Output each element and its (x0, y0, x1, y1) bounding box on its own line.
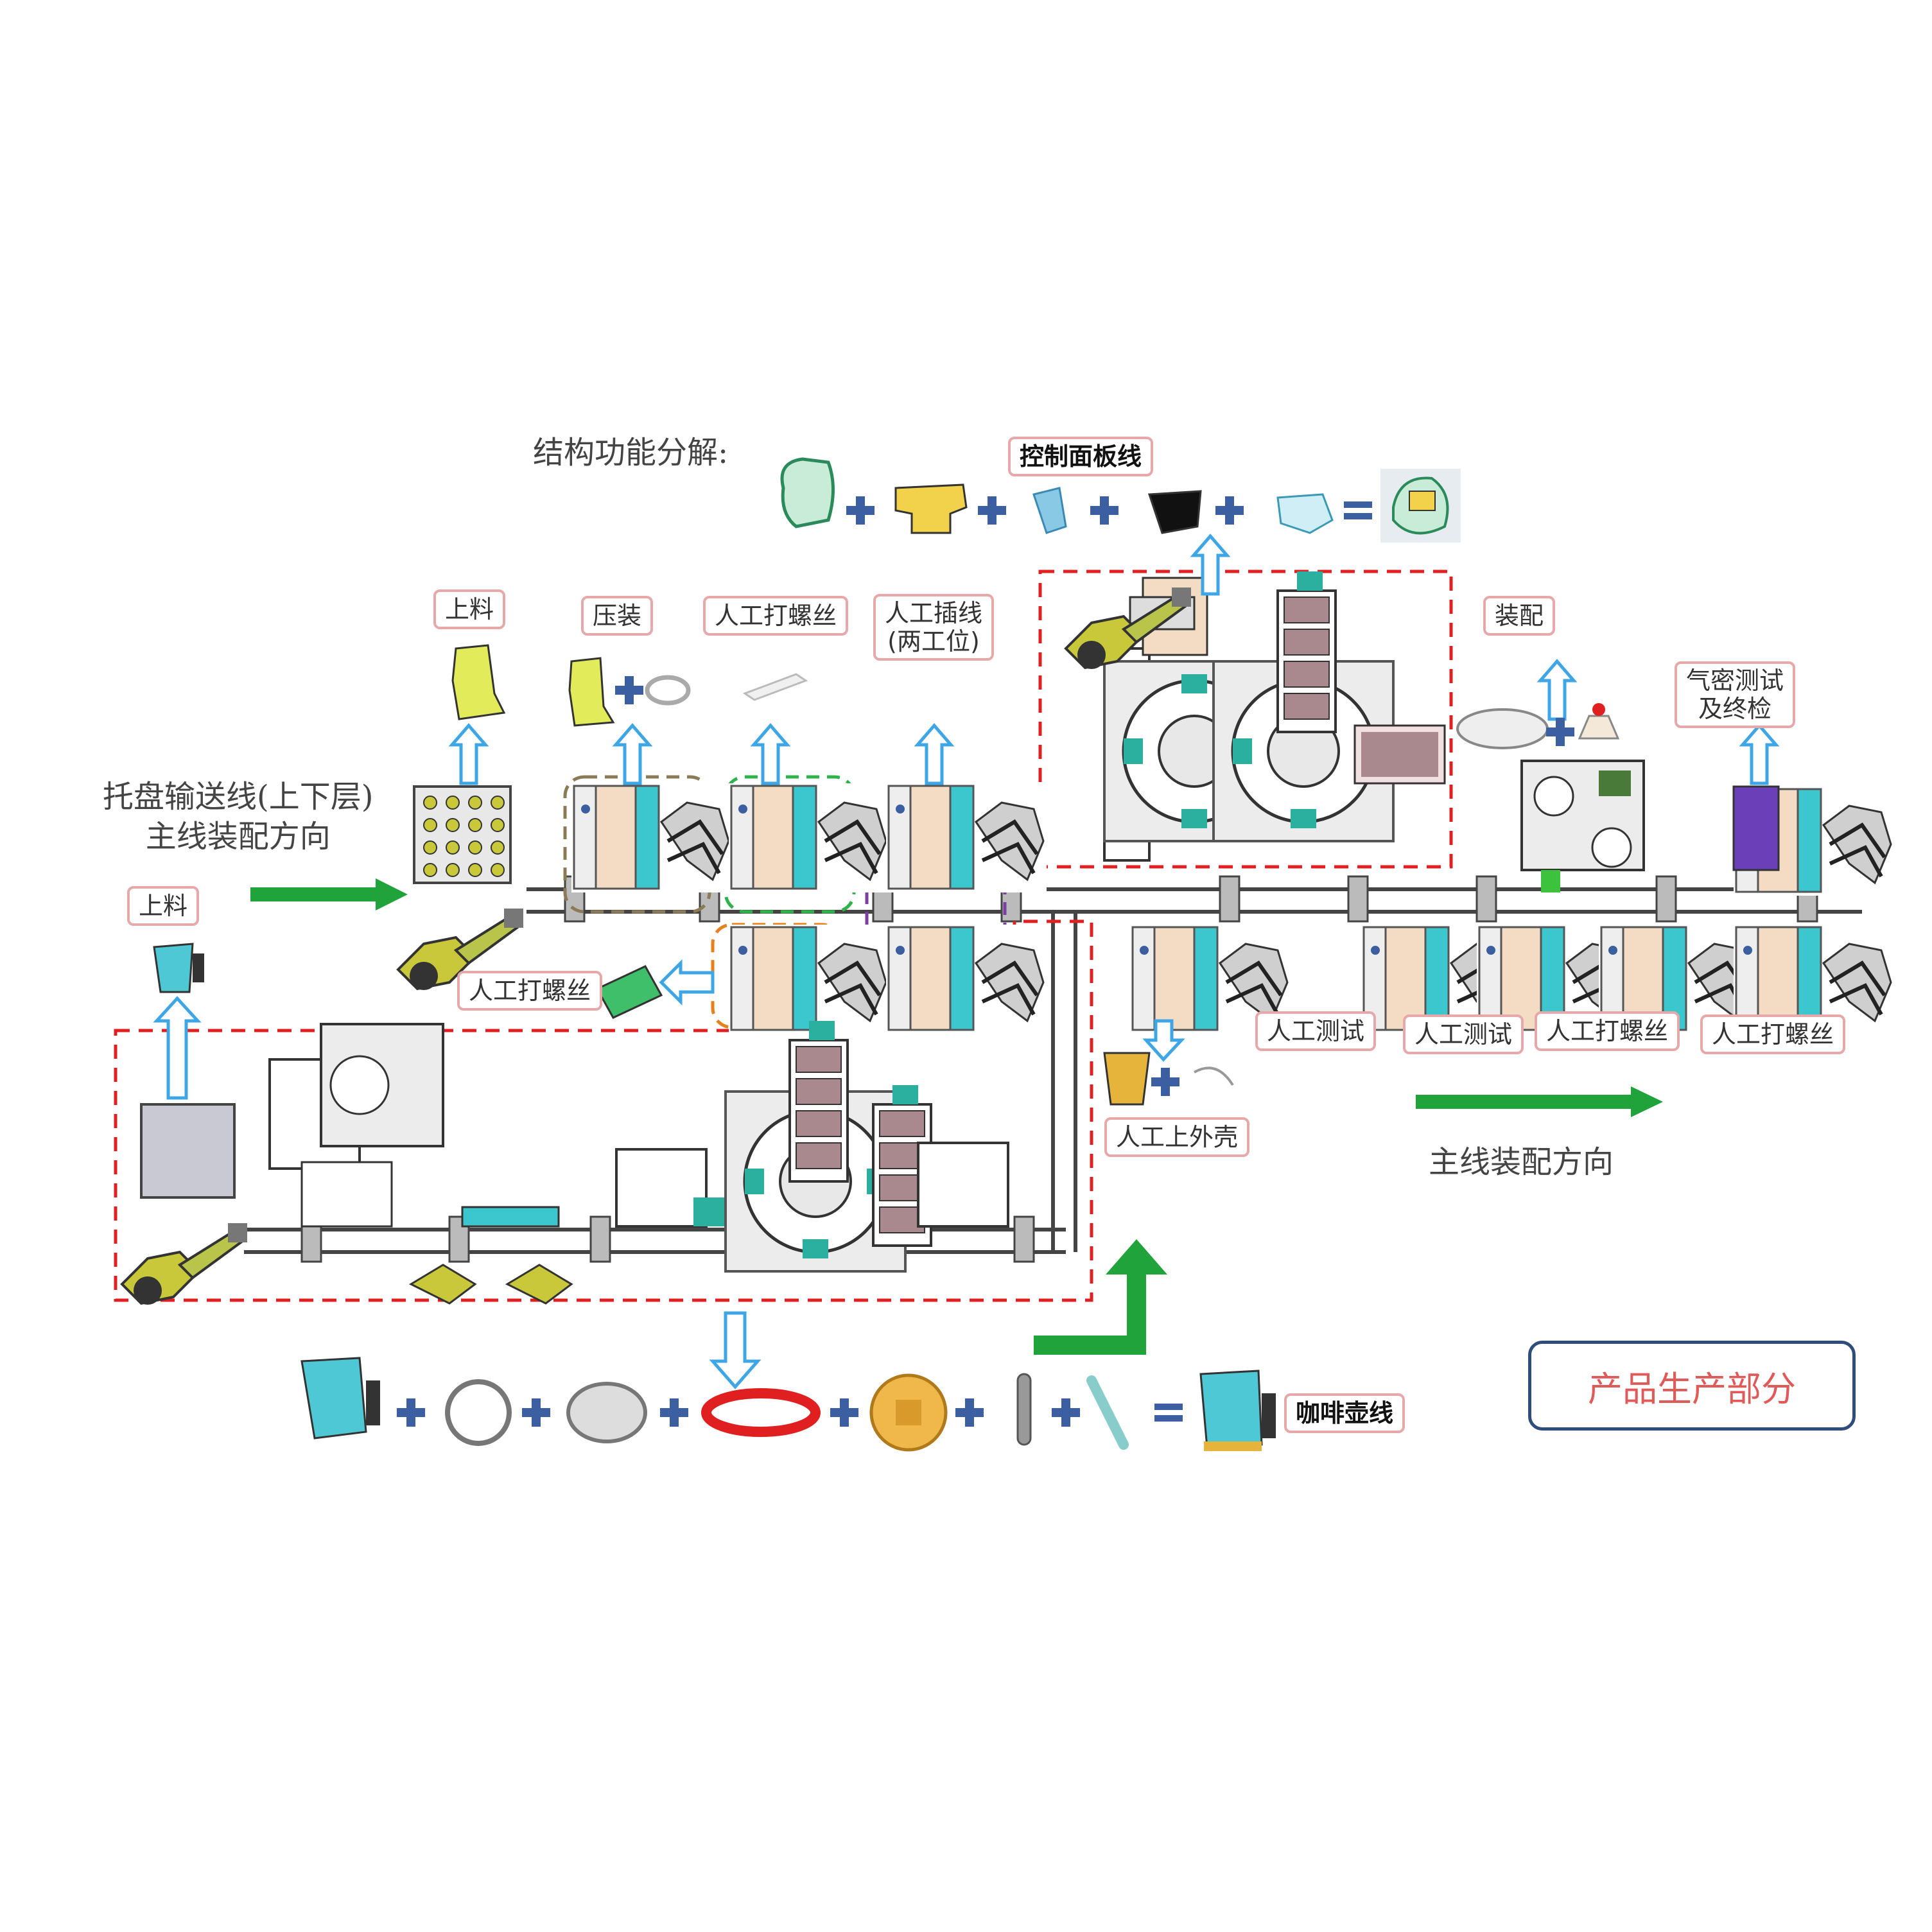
arrow-load-left (153, 996, 202, 1100)
arrow-coffee-pot-down (709, 1311, 761, 1389)
label-manual-wiring: 人工插线 (两工位) (873, 594, 995, 661)
part-press-fit (568, 657, 691, 727)
coffee-pot-line-label: 咖啡壶线 (1284, 1393, 1405, 1433)
label-assembly: 装配 (1483, 596, 1556, 636)
label-airtight-line1: 气密测试 (1686, 666, 1784, 695)
label-manual-test-1: 人工测试 (1255, 1011, 1377, 1051)
label-airtight-line2: 及终检 (1698, 695, 1772, 723)
label-manual-shell: 人工上外壳 (1104, 1117, 1250, 1157)
label-manual-screw-mid: 人工打螺丝 (457, 971, 603, 1011)
arrow-airtight (1743, 726, 1776, 783)
part-cup-left (153, 943, 204, 993)
label-manual-screw-top: 人工打螺丝 (703, 596, 849, 636)
tray-pallet (413, 785, 512, 884)
arrow-press-fit (616, 726, 649, 783)
tray-line-annotation: 托盘输送线(上下层) 主线装配方向 (103, 777, 373, 857)
tray-line-text-2: 主线装配方向 (145, 819, 331, 855)
airtight-machine (1732, 785, 1780, 871)
arrow-assembly (1540, 661, 1574, 719)
part-shell (1103, 1052, 1234, 1106)
label-press-fit: 压装 (581, 596, 654, 636)
part-pcb-mid (595, 965, 663, 1019)
label-manual-screw-r2: 人工打螺丝 (1700, 1014, 1846, 1054)
station-wiring-2 (886, 925, 1047, 1034)
label-load-left: 上料 (127, 886, 200, 926)
label-manual-wiring-line2: (两工位) (887, 627, 980, 656)
label-airtight: 气密测试 及终检 (1675, 661, 1796, 728)
green-flow-arrow-up (1034, 1239, 1167, 1355)
tray-line-text-1: 托盘输送线(上下层) (103, 779, 374, 815)
product-section-text: 产品生产部分 (1588, 1368, 1796, 1409)
product-section-box: 产品生产部分 (1528, 1341, 1856, 1431)
main-direction-annotation: 主线装配方向 (1429, 1144, 1614, 1180)
control-panel-equation (780, 457, 1461, 543)
arrow-screw-mid-left (659, 959, 715, 1006)
assembly-machine (1520, 760, 1645, 892)
page-title: 结构功能分解: (533, 435, 729, 471)
label-manual-screw-r1: 人工打螺丝 (1535, 1011, 1680, 1051)
coffee-pot-region (114, 919, 1093, 1302)
part-screw-plate (742, 673, 808, 701)
green-flow-arrow-right (1416, 1086, 1663, 1117)
control-panel-region (1038, 570, 1453, 869)
part-assembly (1456, 703, 1620, 749)
part-boot-top (451, 644, 506, 720)
label-manual-test-2: 人工测试 (1403, 1014, 1524, 1054)
coffee-pot-equation (300, 1357, 1276, 1452)
station-screw-mid (729, 925, 889, 1034)
control-panel-line-label: 控制面板线 (1008, 437, 1154, 476)
station-press-fit (571, 783, 732, 892)
station-wiring-1 (886, 783, 1047, 892)
arrow-load-top (452, 726, 485, 783)
control-panel-machines (1065, 570, 1446, 862)
station-screw-top (729, 783, 889, 892)
label-load-top: 上料 (433, 589, 506, 629)
arrow-shell-down (1142, 1019, 1185, 1062)
arrow-wiring (918, 726, 951, 783)
green-flow-arrow-left (250, 878, 408, 910)
coffee-pot-machines (121, 1020, 1009, 1306)
label-manual-wiring-line1: 人工插线 (885, 599, 983, 627)
arrow-screw-top (754, 726, 787, 783)
